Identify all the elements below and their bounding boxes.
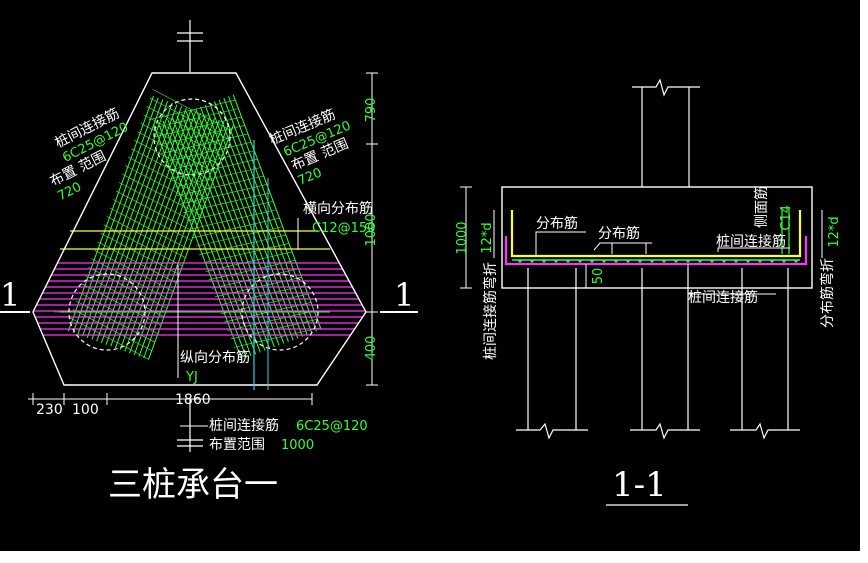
cap-outline	[32, 72, 367, 386]
bottom-connect-line2: 6C25@120	[296, 419, 368, 434]
piles	[516, 268, 800, 440]
dim-790: 790	[364, 98, 379, 123]
section-dist-label-2: 分布筋	[598, 225, 640, 242]
section-marker-right: 1	[394, 276, 414, 314]
dim-1000: 1000	[364, 213, 379, 246]
bottom-connect-line1: 桩间连接筋	[209, 417, 279, 434]
bottom-connect-line3: 布置范围	[209, 436, 265, 453]
bottom-connect-line4: 1000	[281, 438, 314, 453]
right-connect-label: 桩间连接筋 6C25@120 布置 范围 720	[267, 106, 353, 189]
transverse-spec: C12@150	[312, 221, 375, 236]
plan-title: 三桩承台一	[108, 465, 278, 505]
section-dist-bend: 分布筋弯折	[819, 258, 836, 328]
pile-circle-top	[153, 98, 231, 176]
section-dim-hook-left: 12*d	[480, 222, 495, 253]
pile-circle-left	[68, 273, 146, 351]
green-rebar-bands	[54, 89, 330, 361]
pile-circle-right	[241, 273, 319, 351]
section-marker-left: 1	[0, 276, 20, 314]
plan-view: 1 1 790 1000 400 230 100 1860 桩间连接筋	[0, 20, 418, 505]
section-title: 1-1	[612, 465, 667, 505]
magenta-rebars	[33, 262, 366, 336]
longitudinal-label: 纵向分布筋	[180, 349, 250, 366]
section-view: 1000 12*d 50 12*d 分布筋 分布筋 桩间连接筋 侧面筋 C14 …	[455, 78, 842, 506]
section-pile-link-top: 桩间连接筋	[716, 233, 786, 250]
cap-body	[501, 186, 813, 289]
longitudinal-mark: YJ	[185, 370, 198, 385]
section-dim-hook-right: 12*d	[827, 216, 842, 247]
yellow-bottom-bar	[510, 210, 802, 258]
dim-400: 400	[364, 336, 379, 361]
section-dist-label-1: 分布筋	[536, 215, 578, 232]
section-side-bar: 侧面筋	[753, 186, 770, 228]
section-pile-link-bend: 桩间连接筋弯折	[482, 262, 499, 360]
transverse-label: 横向分布筋	[303, 200, 373, 217]
section-pile-link-bottom: 桩间连接筋	[688, 289, 758, 306]
dimension-right: 790 1000 400	[364, 72, 379, 386]
section-dim-cover: 50	[591, 268, 606, 285]
dim-100: 100	[72, 402, 99, 418]
dim-1860: 1860	[175, 392, 211, 408]
dimension-bottom: 230 100 1860	[28, 392, 313, 418]
section-side-code: C14	[779, 205, 794, 231]
section-dim-height: 1000	[455, 221, 470, 254]
dim-230: 230	[36, 402, 63, 418]
magenta-bottom-bar	[504, 236, 808, 266]
rebar-dots	[518, 259, 798, 263]
